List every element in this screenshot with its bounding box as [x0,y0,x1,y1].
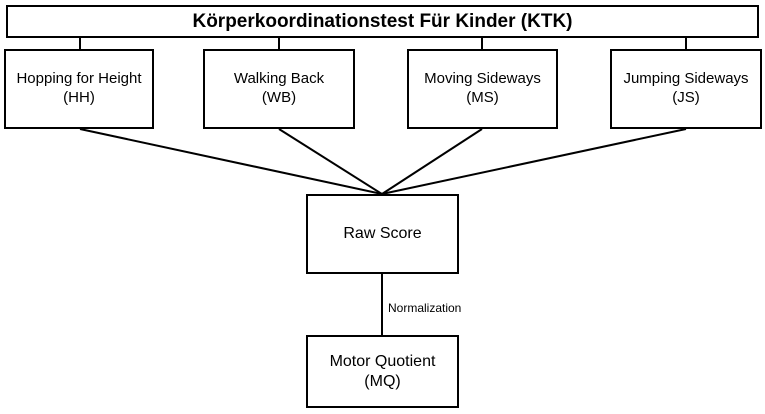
motor-quotient-box: Motor Quotient (MQ) [306,335,459,408]
test-name: Jumping Sideways [623,70,749,88]
moving-sideways-box: Moving Sideways (MS) [407,49,558,129]
raw-score-label: Raw Score [343,225,422,242]
js-to-raw-connector [381,128,687,195]
result-abbr: (MQ) [364,372,401,390]
ms-to-raw-connector [381,128,483,195]
test-abbr: (JS) [672,89,700,106]
test-name: Hopping for Height [16,70,142,88]
test-abbr: (HH) [63,89,95,106]
test-name: Walking Back [233,70,325,88]
raw-score-box: Raw Score [306,194,459,274]
hh-to-raw-connector [79,128,383,195]
test-abbr: (MS) [466,89,499,106]
ktk-title-box: Körperkoordinationstest Für Kinder (KTK) [6,5,759,38]
jumping-sideways-box: Jumping Sideways (JS) [610,49,762,129]
test-abbr: (WB) [261,89,297,106]
walking-back-box: Walking Back (WB) [203,49,355,129]
result-name: Motor Quotient [329,352,436,370]
normalization-label: Normalization [388,301,462,315]
wb-to-raw-connector [278,128,383,195]
ktk-title: Körperkoordinationstest Für Kinder (KTK) [192,10,573,32]
hopping-for-height-box: Hopping for Height (HH) [4,49,154,129]
test-name: Moving Sideways [424,70,541,88]
